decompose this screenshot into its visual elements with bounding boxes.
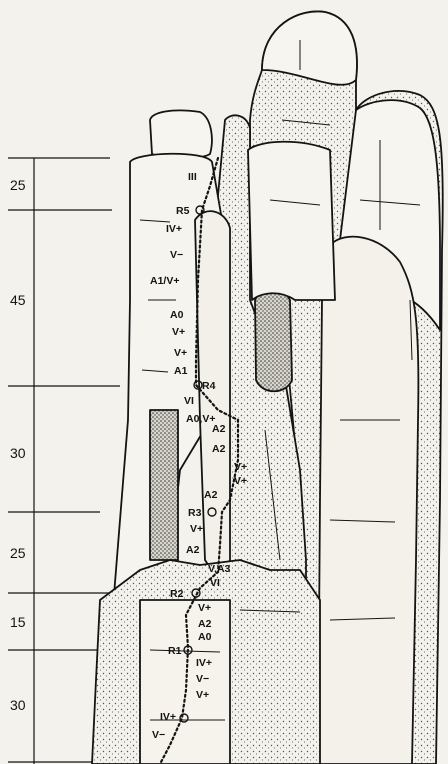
grade-label: V+ [190, 523, 203, 535]
grade-label: V+ [174, 347, 187, 359]
grade-label: A2 [186, 544, 200, 556]
grade-label: V+ [172, 326, 185, 338]
grade-label: V− [170, 249, 183, 261]
grade-label: A2 [212, 423, 226, 435]
pitch-length-label: 25 [10, 545, 26, 561]
grade-label: IV+ [166, 223, 182, 235]
grade-label: V+ [234, 475, 247, 487]
grade-label: A0 [198, 631, 212, 643]
grade-label: V+ [196, 689, 209, 701]
grade-label: V+ [198, 602, 211, 614]
grade-label: A2 [212, 443, 226, 455]
grade-label: A1 [174, 365, 188, 377]
grade-label: V+ [234, 461, 247, 473]
grade-label: V,A3 [208, 563, 231, 575]
grade-label: A2 [204, 489, 218, 501]
belay-label: R5 [176, 205, 190, 217]
grade-label: III [188, 171, 197, 183]
pitch-length-label: 30 [10, 697, 26, 713]
pitch-length-labels: 25 45 30 25 15 30 [10, 177, 26, 713]
grade-label: IV+ [196, 657, 212, 669]
grade-label: VI [184, 395, 194, 407]
belay-label: R1 [168, 645, 182, 657]
belay-label: R2 [170, 588, 184, 600]
pitch-length-label: 15 [10, 614, 26, 630]
pitch-length-label: 30 [10, 445, 26, 461]
grade-label: V− [152, 729, 165, 741]
grade-label: A1/V+ [150, 275, 179, 287]
pitch-length-label: 45 [10, 292, 26, 308]
grade-label: A2 [198, 618, 212, 630]
grade-label: V− [196, 673, 209, 685]
grade-label: IV+ [160, 711, 176, 723]
grade-label: A0 [170, 309, 184, 321]
pitch-length-label: 25 [10, 177, 26, 193]
grade-label: VI [210, 577, 220, 589]
belay-label: R4 [202, 380, 216, 392]
belay-label: R3 [188, 507, 202, 519]
